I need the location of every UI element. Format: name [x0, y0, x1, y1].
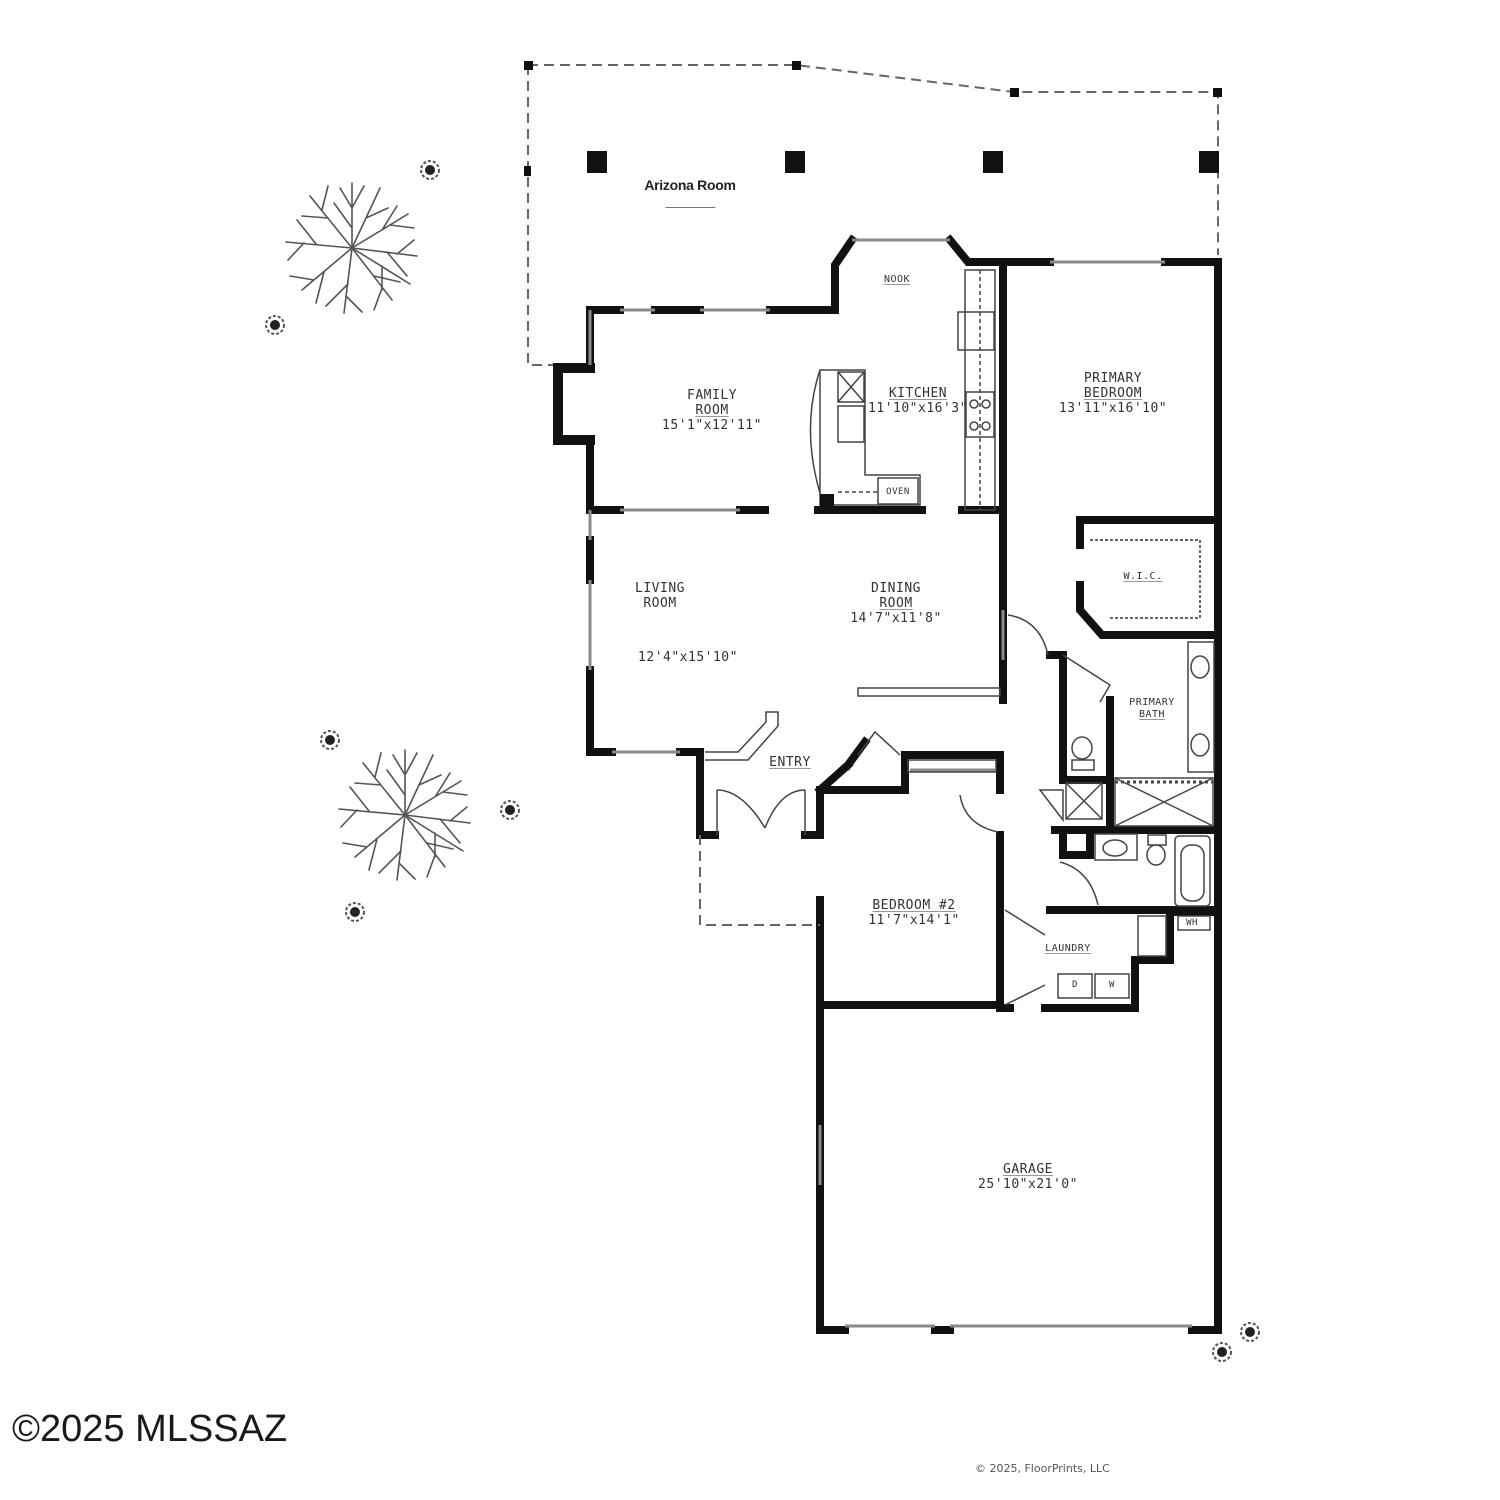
room-label-wic: W.I.C. [1123, 571, 1163, 582]
label-underline [664, 207, 715, 208]
room-label-family-room: FAMILY ROOM 15'1"x12'11" [662, 388, 762, 433]
room-label-bedroom-2: BEDROOM #2 11'7"x14'1" [868, 898, 960, 928]
tree-icon [283, 179, 421, 317]
oven-label: OVEN [886, 487, 910, 497]
water-heater-label: WH [1186, 918, 1198, 928]
shrub-icon [265, 315, 285, 335]
wic-shelving [1090, 539, 1201, 619]
kitchen-island-end [820, 494, 834, 508]
shrub-icon [1240, 1322, 1260, 1342]
living-room-dimensions: 12'4"x15'10" [638, 650, 738, 665]
entry-details [699, 614, 1112, 1006]
room-label-primary-bedroom: PRIMARY BEDROOM 13'11"x16'10" [1058, 371, 1168, 416]
floorprints-credit: © 2025, FloorPrints, LLC [975, 1462, 1110, 1475]
bath-fixtures [1057, 641, 1215, 999]
kitchen-counters [809, 269, 996, 511]
room-label-garage: GARAGE 25'10"x21'0" [978, 1162, 1078, 1192]
shrub-icon [1212, 1342, 1232, 1362]
washer-label: W [1109, 980, 1115, 990]
room-label-entry: ENTRY [769, 755, 811, 770]
walls [553, 234, 1222, 1334]
dryer-label: D [1072, 980, 1078, 990]
shrub-icon [420, 160, 440, 180]
tree-icon [336, 746, 474, 884]
room-label-laundry: LAUNDRY [1045, 943, 1091, 954]
windows [588, 238, 1192, 1328]
shrub-icon [345, 902, 365, 922]
room-label-arizona-room: Arizona Room [644, 178, 736, 208]
room-label-nook: NOOK [883, 274, 911, 285]
patio-posts [524, 61, 1222, 176]
room-label-dining-room: DINING ROOM 14'7"x11'8" [850, 581, 942, 626]
room-label-primary-bath: PRIMARY BATH [1129, 697, 1175, 720]
shrub-icon [500, 800, 520, 820]
room-label-living-room: LIVING ROOM [635, 581, 685, 611]
mls-copyright: ©2025 MLSSAZ [12, 1408, 288, 1450]
arizona-room-outline [527, 64, 1219, 366]
shrub-icon [320, 730, 340, 750]
room-label-kitchen: KITCHEN 11'10"x16'3" [868, 386, 968, 416]
